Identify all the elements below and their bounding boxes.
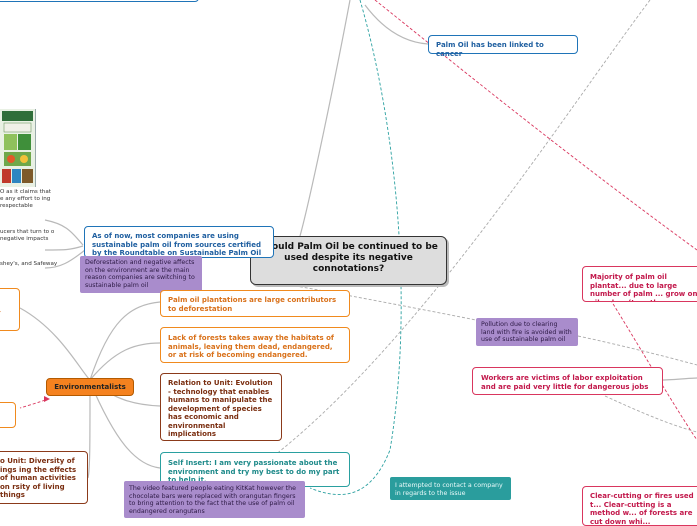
video-note[interactable]: The video featured people eating KitKat …	[124, 481, 305, 518]
left-orange-node-fragment-1[interactable]: r	[0, 288, 20, 331]
pollution-note[interactable]: Pollution due to clearing land with fire…	[476, 318, 578, 346]
left-orange-node-fragment-2[interactable]	[0, 402, 16, 428]
deforestation-node[interactable]: Palm oil plantations are large contribut…	[160, 290, 350, 317]
central-topic[interactable]: Should Palm Oil be continued to be used …	[250, 236, 447, 285]
workers-exploitation-node[interactable]: Workers are victims of labor exploitatio…	[472, 367, 663, 395]
cancer-link-node[interactable]: Palm Oil has been linked to cancer	[428, 35, 578, 54]
collage-image-icon	[0, 109, 35, 187]
left-fragment-producers: ucers that turn to o negative impacts	[0, 229, 56, 243]
majority-plantations-node[interactable]: Majority of palm oil plantat... due to l…	[582, 266, 697, 302]
evolution-unit-node[interactable]: Relation to Unit: Evolution - technology…	[160, 373, 282, 441]
habitats-node[interactable]: Lack of forests takes away the habitats …	[160, 327, 350, 363]
environmentalists-node[interactable]: Environmentalists	[46, 378, 134, 396]
clear-cutting-node[interactable]: Clear-cutting or fires used t... Clear-c…	[582, 486, 697, 526]
diversity-unit-node[interactable]: o Unit: Diversity of ings ing the effect…	[0, 451, 88, 504]
top-blue-node-fragment[interactable]	[0, 0, 199, 2]
left-fragment-hersheys: shey's, and Safeway	[0, 261, 60, 268]
product-collage-thumbnail	[0, 109, 36, 187]
sustainable-palm-oil-node[interactable]: As of now, most companies are using sust…	[84, 226, 274, 258]
deforestation-reason-note[interactable]: Deforestation and negative affects on th…	[80, 256, 202, 293]
contact-company-note[interactable]: I attempted to contact a company in rega…	[390, 477, 511, 500]
left-fragment-claims: O as it claims that e any effort to ing …	[0, 189, 52, 210]
